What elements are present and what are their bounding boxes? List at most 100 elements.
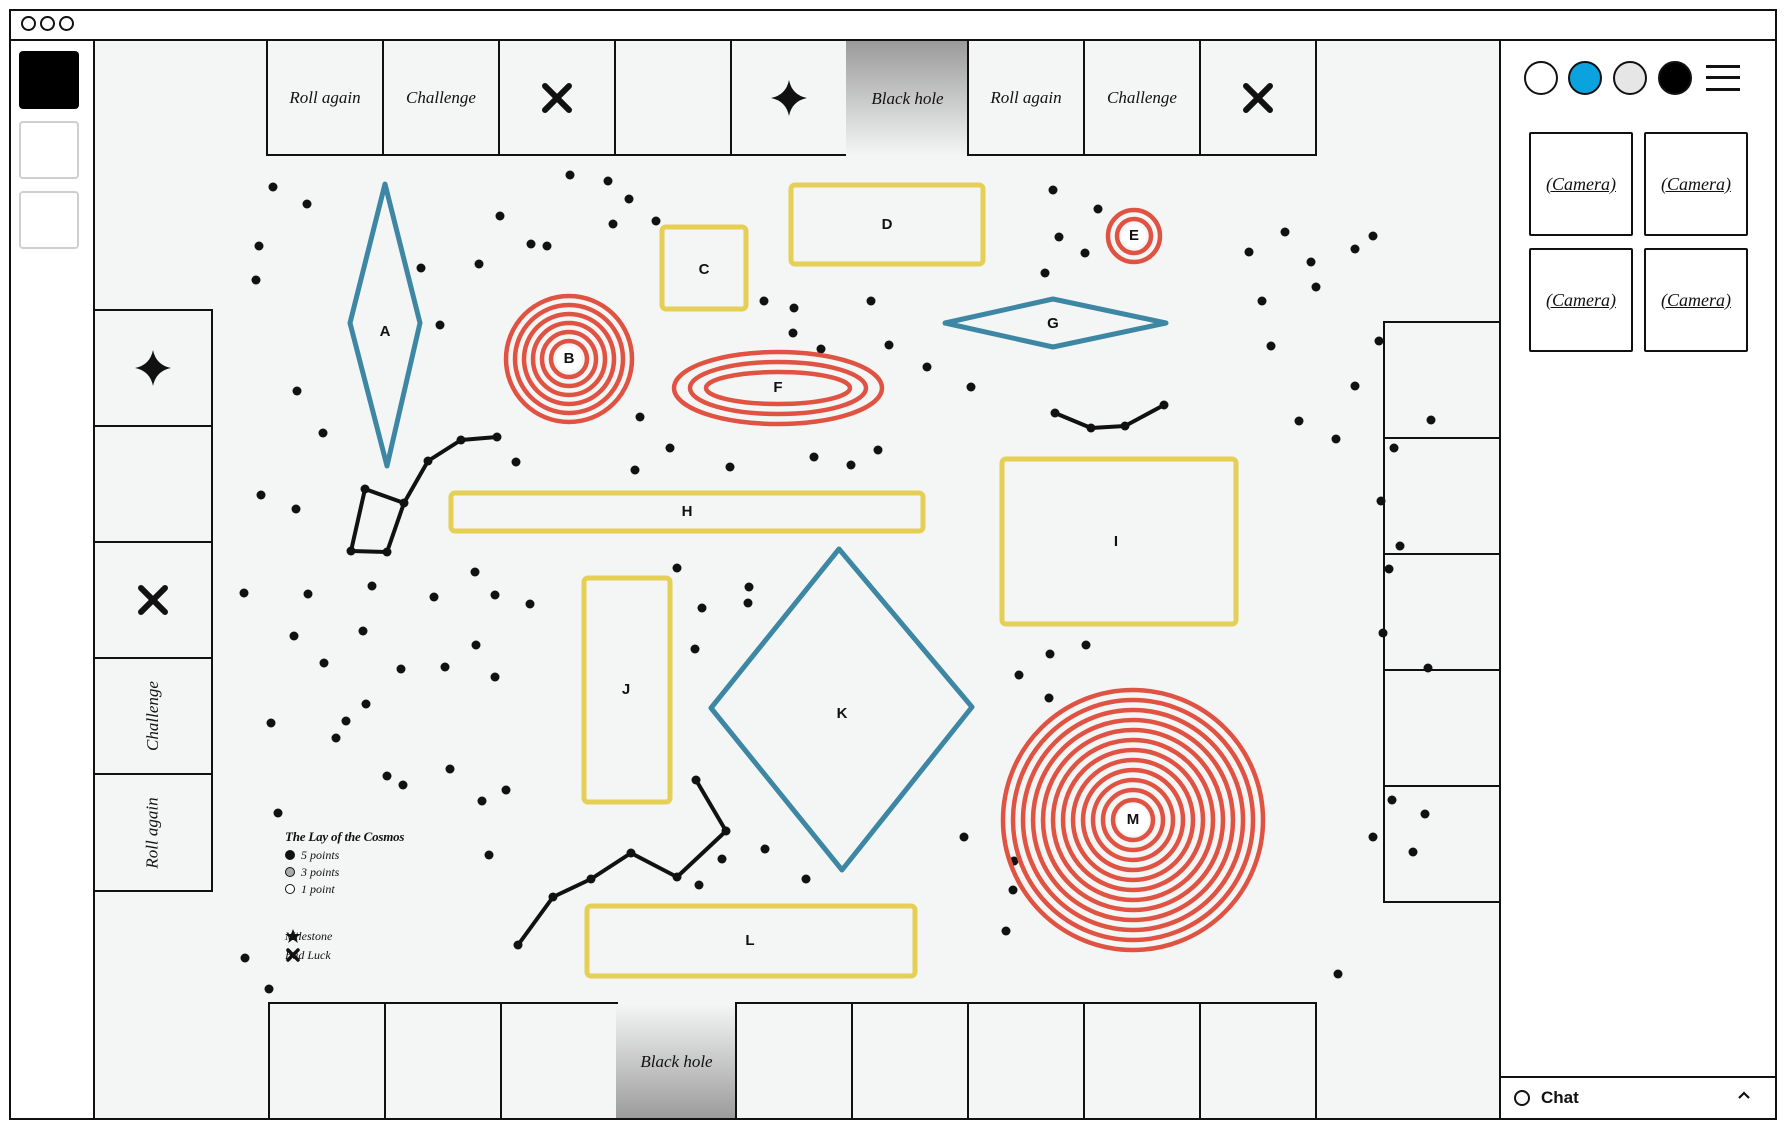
tile-bottom-empty[interactable] [735, 1002, 853, 1118]
window-minimize-button[interactable] [40, 16, 55, 31]
point-dot [717, 854, 727, 864]
camera-tile[interactable]: (Camera) [1644, 132, 1748, 236]
tile-top-black-hole[interactable]: Black hole [846, 41, 969, 156]
chevron-up-icon[interactable] [1737, 1088, 1751, 1102]
shape-C-label: C [699, 261, 710, 278]
point-dot [743, 598, 753, 608]
point-dot [1081, 640, 1091, 650]
tile-right-empty[interactable] [1383, 785, 1499, 903]
tile-bottom-black-hole[interactable]: Black hole [616, 1004, 737, 1118]
cross-icon [542, 82, 572, 113]
ring [1114, 216, 1154, 256]
tile-left-challenge[interactable]: Challenge [95, 657, 213, 775]
point-dot [435, 320, 445, 330]
tile-top-roll-again[interactable]: Roll again [266, 41, 384, 156]
constellation-nodes [346, 400, 1169, 950]
point-dot [809, 452, 819, 462]
tile-top-empty[interactable] [614, 41, 732, 156]
ring [1070, 757, 1196, 883]
point-dot [759, 296, 769, 306]
tile-bottom-empty[interactable] [268, 1002, 386, 1118]
shape-D-outline [788, 182, 986, 267]
point-dot [866, 296, 876, 306]
game-board[interactable]: Roll again Challenge Black hole Roll aga… [95, 41, 1501, 1118]
legend-label: 5 points [301, 848, 340, 862]
dot-icon [285, 867, 295, 877]
tile-top-roll-again-2[interactable]: Roll again [967, 41, 1085, 156]
tile-right-empty[interactable] [1383, 437, 1499, 555]
point-dot [495, 211, 505, 221]
point-dot [445, 764, 455, 774]
color-swatch-black[interactable] [1658, 61, 1692, 95]
tile-left-empty[interactable] [95, 425, 213, 543]
point-dot [651, 216, 661, 226]
color-swatch-blue[interactable] [1568, 61, 1602, 95]
tile-bottom-empty[interactable] [967, 1002, 1085, 1118]
chat-bar[interactable]: Chat [1501, 1076, 1775, 1118]
tile-label: Challenge [142, 681, 162, 751]
point-dot [525, 599, 535, 609]
point-dot [1014, 670, 1024, 680]
tool-button-3[interactable] [19, 191, 79, 249]
tile-top-challenge[interactable]: Challenge [382, 41, 500, 156]
point-dot [1350, 244, 1360, 254]
tile-label: Black hole [640, 1052, 713, 1071]
tile-top-milestone[interactable] [730, 41, 848, 156]
legend-1-point: 1 point [285, 882, 335, 897]
shape-K-label: K [837, 705, 848, 722]
point-dot [484, 850, 494, 860]
point-dot [511, 457, 521, 467]
camera-tile[interactable]: (Camera) [1529, 248, 1633, 352]
ring [1000, 687, 1266, 953]
tile-bottom-empty[interactable] [1199, 1002, 1317, 1118]
tile-top-bad-luck-2[interactable] [1199, 41, 1317, 156]
point-dot [331, 733, 341, 743]
point-dot [1009, 856, 1019, 866]
tile-right-empty[interactable] [1383, 669, 1499, 787]
point-dot [291, 504, 301, 514]
tile-bottom-empty[interactable] [851, 1002, 969, 1118]
ring [1030, 717, 1236, 923]
window-close-button[interactable] [21, 16, 36, 31]
shape-E-label: E [1129, 227, 1139, 244]
color-swatch-gray[interactable] [1613, 61, 1647, 95]
tool-button-active[interactable] [19, 51, 79, 109]
dot-icon [285, 884, 295, 894]
tile-bottom-empty[interactable] [500, 1002, 618, 1118]
ring [530, 320, 608, 398]
tile-top-challenge-2[interactable]: Challenge [1083, 41, 1201, 156]
camera-tile[interactable]: (Camera) [1644, 248, 1748, 352]
tile-right-empty[interactable] [1383, 321, 1499, 439]
shape-F-label: F [773, 379, 782, 396]
tile-top-bad-luck[interactable] [498, 41, 616, 156]
tile-bottom-empty[interactable] [384, 1002, 502, 1118]
tile-right-empty[interactable] [1383, 553, 1499, 671]
tile-left-milestone[interactable] [95, 309, 213, 427]
tile-bottom-empty[interactable] [1083, 1002, 1201, 1118]
ring [539, 329, 599, 389]
point-dot [608, 219, 618, 229]
point-dot [264, 984, 274, 994]
window-maximize-button[interactable] [59, 16, 74, 31]
title-bar [11, 11, 1775, 41]
point-dot [526, 239, 536, 249]
point-dot [873, 445, 883, 455]
point-dot [1311, 282, 1321, 292]
point-dot [440, 662, 450, 672]
tile-left-roll-again[interactable]: Roll again [95, 773, 213, 892]
color-swatch-white[interactable] [1524, 61, 1558, 95]
point-dot [922, 362, 932, 372]
ring [503, 293, 635, 425]
tool-button-2[interactable] [19, 121, 79, 179]
tile-label: Challenge [406, 87, 476, 107]
point-dot [490, 672, 500, 682]
camera-tile[interactable]: (Camera) [1529, 132, 1633, 236]
tile-left-bad-luck[interactable] [95, 541, 213, 659]
star-icon [285, 929, 301, 943]
shape-J-label: J [622, 681, 630, 698]
point-dot [788, 328, 798, 338]
legend-label: 3 points [301, 865, 340, 879]
point-dot [289, 631, 299, 641]
chat-status-icon [1514, 1090, 1530, 1106]
right-panel: (Camera) (Camera) (Camera) (Camera) Chat [1501, 41, 1775, 1118]
